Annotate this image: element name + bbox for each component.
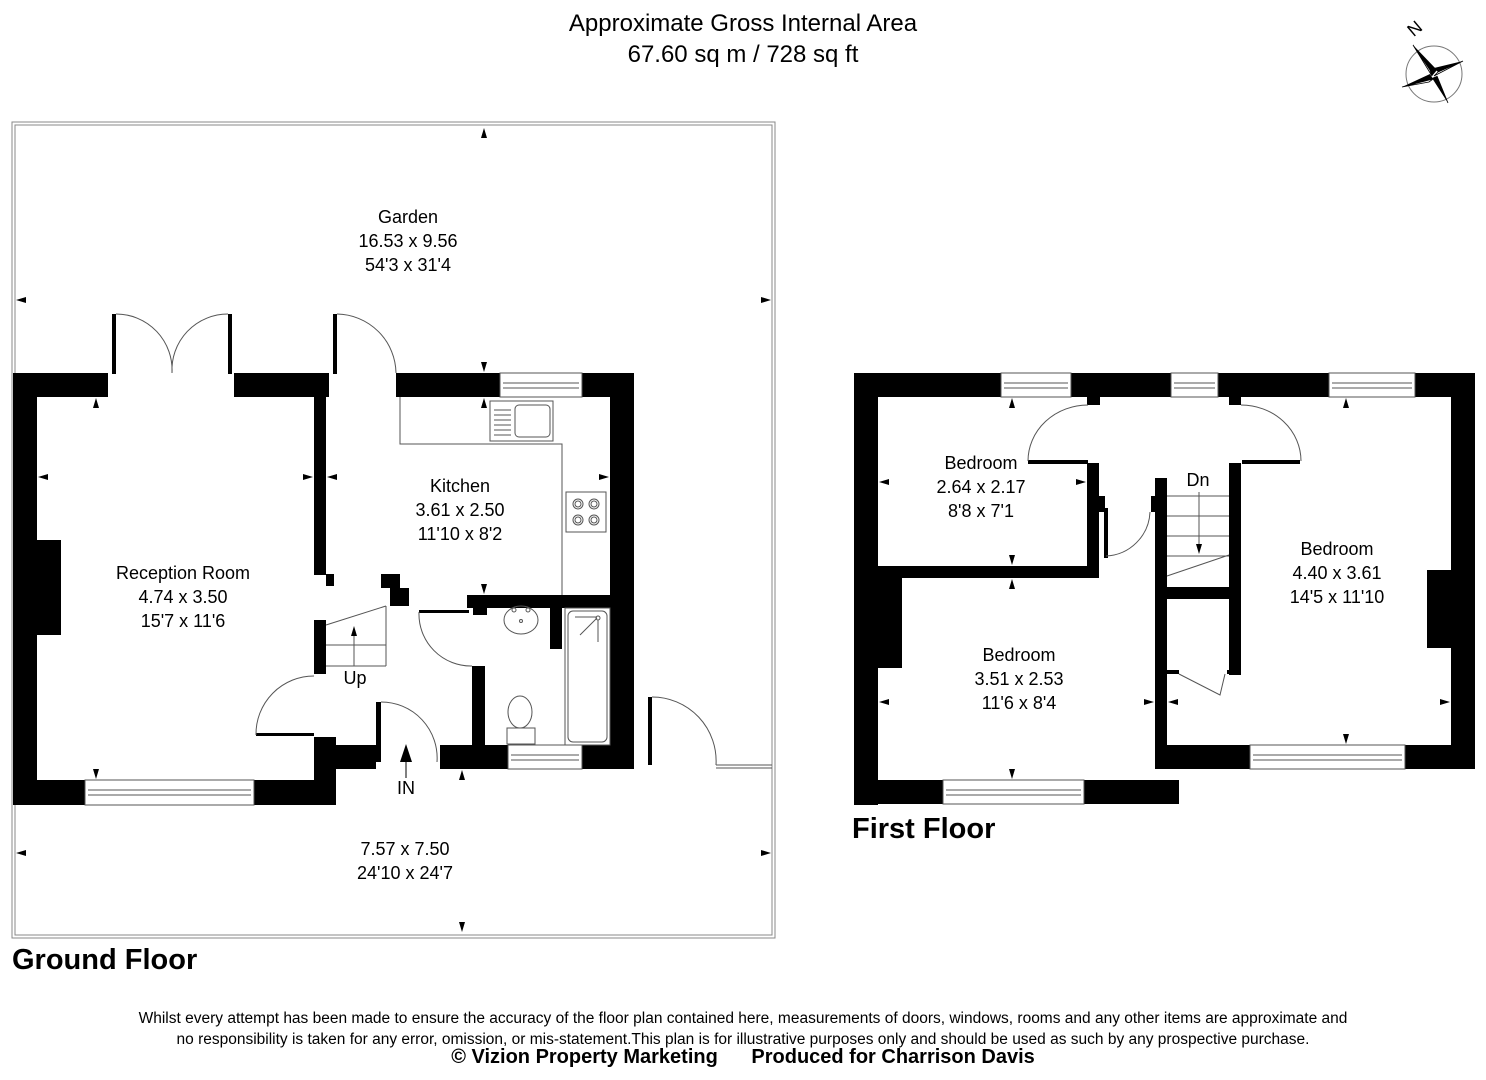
room-name: Bedroom (1300, 539, 1374, 559)
disclaimer-line-2: no responsibility is taken for any error… (176, 1031, 1310, 1048)
stairs-down-label: Dn (1186, 470, 1210, 490)
room-name: Bedroom (982, 645, 1056, 665)
room-imperial: 24'10 x 24'7 (357, 863, 453, 883)
toilet-icon (506, 695, 536, 745)
hob-icon (565, 491, 607, 533)
room-front-garden: 7.57 x 7.50 24'10 x 24'7 (357, 837, 453, 885)
first-floor-title: First Floor (852, 813, 996, 845)
ground-floor-plan (11, 121, 776, 939)
ground-floor-title: Ground Floor (12, 944, 198, 976)
room-metric: 4.40 x 3.61 (1292, 563, 1382, 583)
room-metric: 3.61 x 2.50 (415, 500, 505, 520)
header: Approximate Gross Internal Area 67.60 sq… (0, 8, 1486, 70)
entrance-label: IN (397, 778, 415, 798)
area-value: 67.60 sq m / 728 sq ft (627, 41, 859, 68)
compass-rose-icon: N (1401, 17, 1464, 104)
produced-for: Produced for Charrison Davis (751, 1046, 1035, 1068)
area-title: Approximate Gross Internal Area (568, 10, 918, 37)
room-name: Kitchen (429, 476, 491, 496)
room-imperial: 8'8 x 7'1 (948, 501, 1014, 521)
room-imperial: 54'3 x 31'4 (365, 255, 451, 275)
stairs-up-label: Up (343, 668, 367, 688)
room-imperial: 15'7 x 11'6 (140, 611, 226, 631)
disclaimer-line-1: Whilst every attempt has been made to en… (138, 1010, 1348, 1027)
room-name: Reception Room (115, 563, 251, 583)
bath-icon (564, 607, 611, 746)
sink-icon (489, 400, 554, 442)
room-imperial: 11'6 x 8'4 (981, 693, 1057, 713)
room-imperial: 11'10 x 8'2 (417, 524, 503, 544)
room-name: Bedroom (944, 453, 1018, 473)
room-kitchen: Kitchen 3.61 x 2.50 11'10 x 8'2 (415, 474, 504, 546)
room-bedroom-small: Bedroom 2.64 x 2.17 8'8 x 7'1 (936, 451, 1025, 523)
svg-text:N: N (1403, 17, 1426, 41)
first-floor-plan (854, 372, 1475, 805)
room-imperial: 14'5 x 11'10 (1289, 587, 1385, 607)
room-metric: 2.64 x 2.17 (936, 477, 1026, 497)
room-bedroom-main: Bedroom 4.40 x 3.61 14'5 x 11'10 (1290, 537, 1385, 609)
disclaimer: Whilst every attempt has been made to en… (0, 1008, 1486, 1050)
copyright: © Vizion Property Marketing (451, 1046, 718, 1068)
room-name: Garden (377, 207, 439, 227)
room-metric: 3.51 x 2.53 (974, 669, 1064, 689)
room-metric: 16.53 x 9.56 (358, 231, 458, 251)
room-metric: 4.74 x 3.50 (138, 587, 228, 607)
washbasin-icon (503, 605, 539, 635)
room-metric: 7.57 x 7.50 (360, 839, 450, 859)
room-garden: Garden 16.53 x 9.56 54'3 x 31'4 (358, 205, 457, 277)
room-reception: Reception Room 4.74 x 3.50 15'7 x 11'6 (116, 561, 250, 633)
room-bedroom-front: Bedroom 3.51 x 2.53 11'6 x 8'4 (974, 643, 1063, 715)
credits: © Vizion Property Marketing Produced for… (0, 1046, 1486, 1069)
